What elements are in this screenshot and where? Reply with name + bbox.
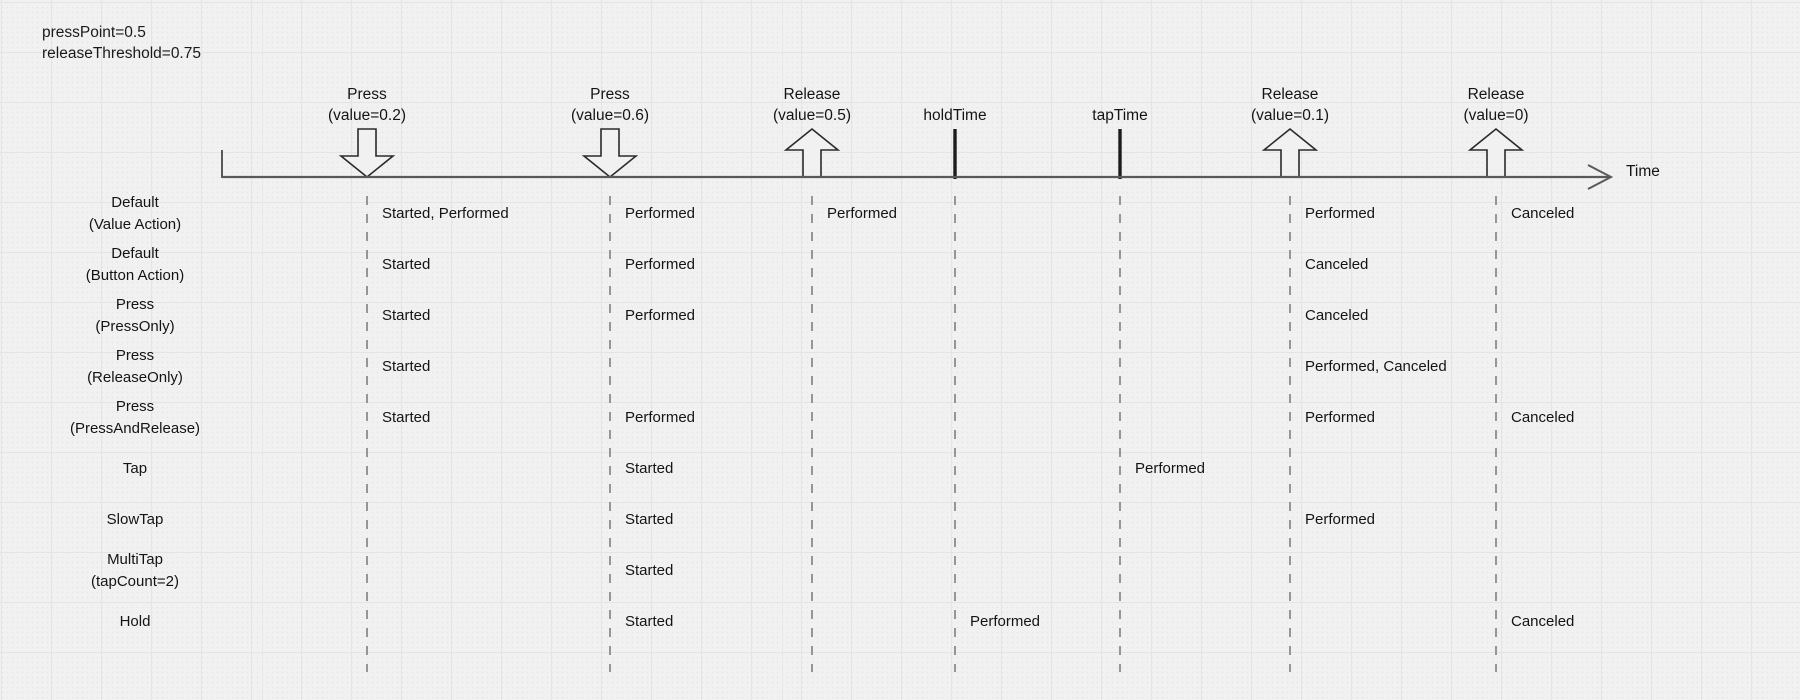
cell-default-value-action-press-02: Started, Performed <box>382 205 509 222</box>
parameter-notes: pressPoint=0.5 releaseThreshold=0.75 <box>42 24 201 62</box>
cell-press-releaseonly-press-02: Started <box>382 358 431 375</box>
cell-default-button-action-press-02: Started <box>382 256 431 273</box>
cell-press-pressandrelease-release-0: Canceled <box>1511 409 1575 426</box>
cell-press-releaseonly-release-01: Performed, Canceled <box>1305 358 1447 375</box>
time-axis <box>221 150 1614 190</box>
marker-arrow-up-release-01 <box>1261 127 1319 178</box>
marker-arrow-up-release-0 <box>1467 127 1525 178</box>
event-label-press-02: Press (value=0.2) <box>328 86 406 124</box>
cell-default-value-action-release-01: Performed <box>1305 205 1376 222</box>
cell-press-pressandrelease-press-06: Performed <box>625 409 696 426</box>
cell-slowtap-press-06: Started <box>625 511 674 528</box>
time-axis-label: Time <box>1626 163 1660 180</box>
cell-hold-hold-time: Performed <box>970 613 1041 630</box>
event-label-release-0: Release (value=0) <box>1463 86 1529 124</box>
cell-default-button-action-release-01: Canceled <box>1305 256 1369 273</box>
cell-tap-press-06: Started <box>625 460 674 477</box>
marker-arrow-up-release-05 <box>783 127 841 178</box>
page-boundary-left <box>262 0 263 700</box>
cell-press-pressandrelease-press-02: Started <box>382 409 431 426</box>
row-label-default-button-action: Default (Button Action) <box>85 245 185 284</box>
event-label-tap-time: tapTime <box>1092 107 1148 124</box>
cell-press-pressonly-press-06: Performed <box>625 307 696 324</box>
event-label-hold-time: holdTime <box>923 107 987 124</box>
cell-default-value-action-release-05: Performed <box>827 205 898 222</box>
row-label-multitap: MultiTap (tapCount=2) <box>91 551 179 590</box>
cell-multitap-press-06: Started <box>625 562 674 579</box>
cell-hold-press-06: Started <box>625 613 674 630</box>
row-label-tap: Tap <box>122 460 148 477</box>
cell-press-pressandrelease-release-01: Performed <box>1305 409 1376 426</box>
row-label-hold: Hold <box>119 613 151 630</box>
cell-press-pressonly-press-02: Started <box>382 307 431 324</box>
event-label-release-01: Release (value=0.1) <box>1251 86 1329 124</box>
cell-hold-release-0: Canceled <box>1511 613 1575 630</box>
event-label-press-06: Press (value=0.6) <box>571 86 649 124</box>
cell-press-pressonly-release-01: Canceled <box>1305 307 1369 324</box>
row-label-press-pressonly: Press (PressOnly) <box>95 296 175 335</box>
event-label-release-05: Release (value=0.5) <box>773 86 851 124</box>
row-label-slowtap: SlowTap <box>106 511 164 528</box>
row-label-default-value-action: Default (Value Action) <box>88 194 182 233</box>
page-boundary-right <box>782 0 783 700</box>
event-markers <box>338 127 1525 179</box>
marker-arrow-down-press-06 <box>581 128 639 179</box>
cell-default-value-action-release-0: Canceled <box>1511 205 1575 222</box>
cell-default-value-action-press-06: Performed <box>625 205 696 222</box>
cell-slowtap-release-01: Performed <box>1305 511 1376 528</box>
row-label-press-releaseonly: Press (ReleaseOnly) <box>87 347 183 386</box>
row-label-press-pressandrelease: Press (PressAndRelease) <box>69 398 201 437</box>
marker-arrow-down-press-02 <box>338 128 396 179</box>
cell-tap-tap-time: Performed <box>1135 460 1206 477</box>
cell-default-button-action-press-06: Performed <box>625 256 696 273</box>
